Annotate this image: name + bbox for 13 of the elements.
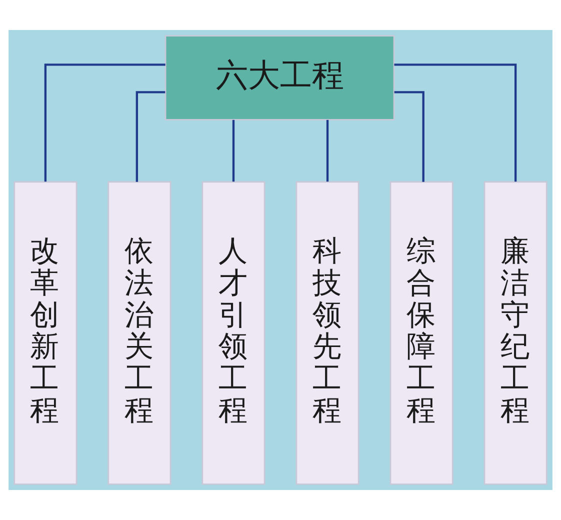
connector: [326, 120, 329, 182]
connector: [394, 91, 424, 182]
node-box: 综合保障工程: [390, 181, 454, 485]
connector: [394, 64, 517, 182]
connector: [136, 91, 166, 182]
node-box: 改革创新工程: [14, 181, 78, 485]
node-box: 六大工程: [164, 35, 395, 120]
connector: [44, 64, 166, 182]
node-box: 人才引领工程: [202, 181, 266, 485]
node-box: 廉洁守纪工程: [484, 181, 548, 485]
node-box: 科技领先工程: [296, 181, 360, 485]
node-box: 依法治关工程: [108, 181, 172, 485]
connector: [232, 120, 235, 182]
